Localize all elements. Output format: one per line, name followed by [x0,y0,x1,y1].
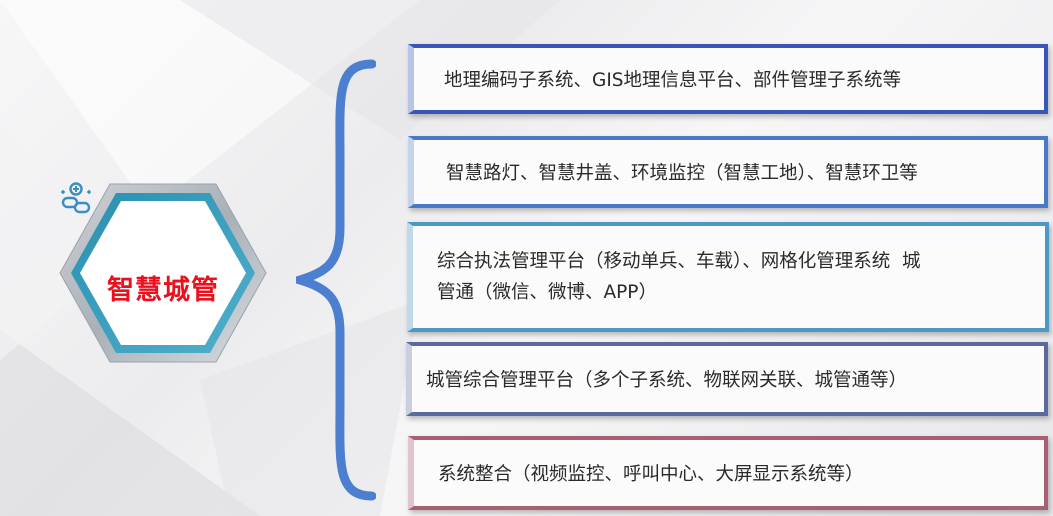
item-box-5: 系统整合（视频监控、呼叫中心、大屏显示系统等） [408,436,1048,510]
item-box-3: 综合执法管理平台（移动单兵、车载）、网格化管理系统 城 管通（微信、微博、APP… [407,222,1049,332]
item-text-2: 智慧路灯、智慧井盖、环境监控（智慧工地）、智慧环卫等 [446,163,918,184]
central-hexagon: 智慧城管 [58,180,268,366]
item-text-3-line-2: 管通（微信、微博、APP） [437,282,657,303]
item-text-5: 系统整合（视频监控、呼叫中心、大屏显示系统等） [438,464,864,485]
item-box-4: 城管综合管理平台（多个子系统、物联网关联、城管通等） [406,342,1048,416]
item-text-3: 综合执法管理平台（移动单兵、车载）、网格化管理系统 城 管通（微信、微博、APP… [413,226,1045,328]
item-text-3-line-1: 综合执法管理平台（移动单兵、车载）、网格化管理系统 城 [437,251,921,272]
curly-brace [296,59,376,501]
people-link-icon [61,182,91,214]
item-box-2: 智慧路灯、智慧井盖、环境监控（智慧工地）、智慧环卫等 [408,136,1048,208]
item-box-1: 地理编码子系统、GIS地理信息平台、部件管理子系统等 [408,44,1048,114]
item-text-4: 城管综合管理平台（多个子系统、物联网关联、城管通等） [426,370,908,391]
item-text-1: 地理编码子系统、GIS地理信息平台、部件管理子系统等 [444,70,902,91]
center-title: 智慧城管 [107,275,219,306]
hexagon-shape [59,183,267,363]
